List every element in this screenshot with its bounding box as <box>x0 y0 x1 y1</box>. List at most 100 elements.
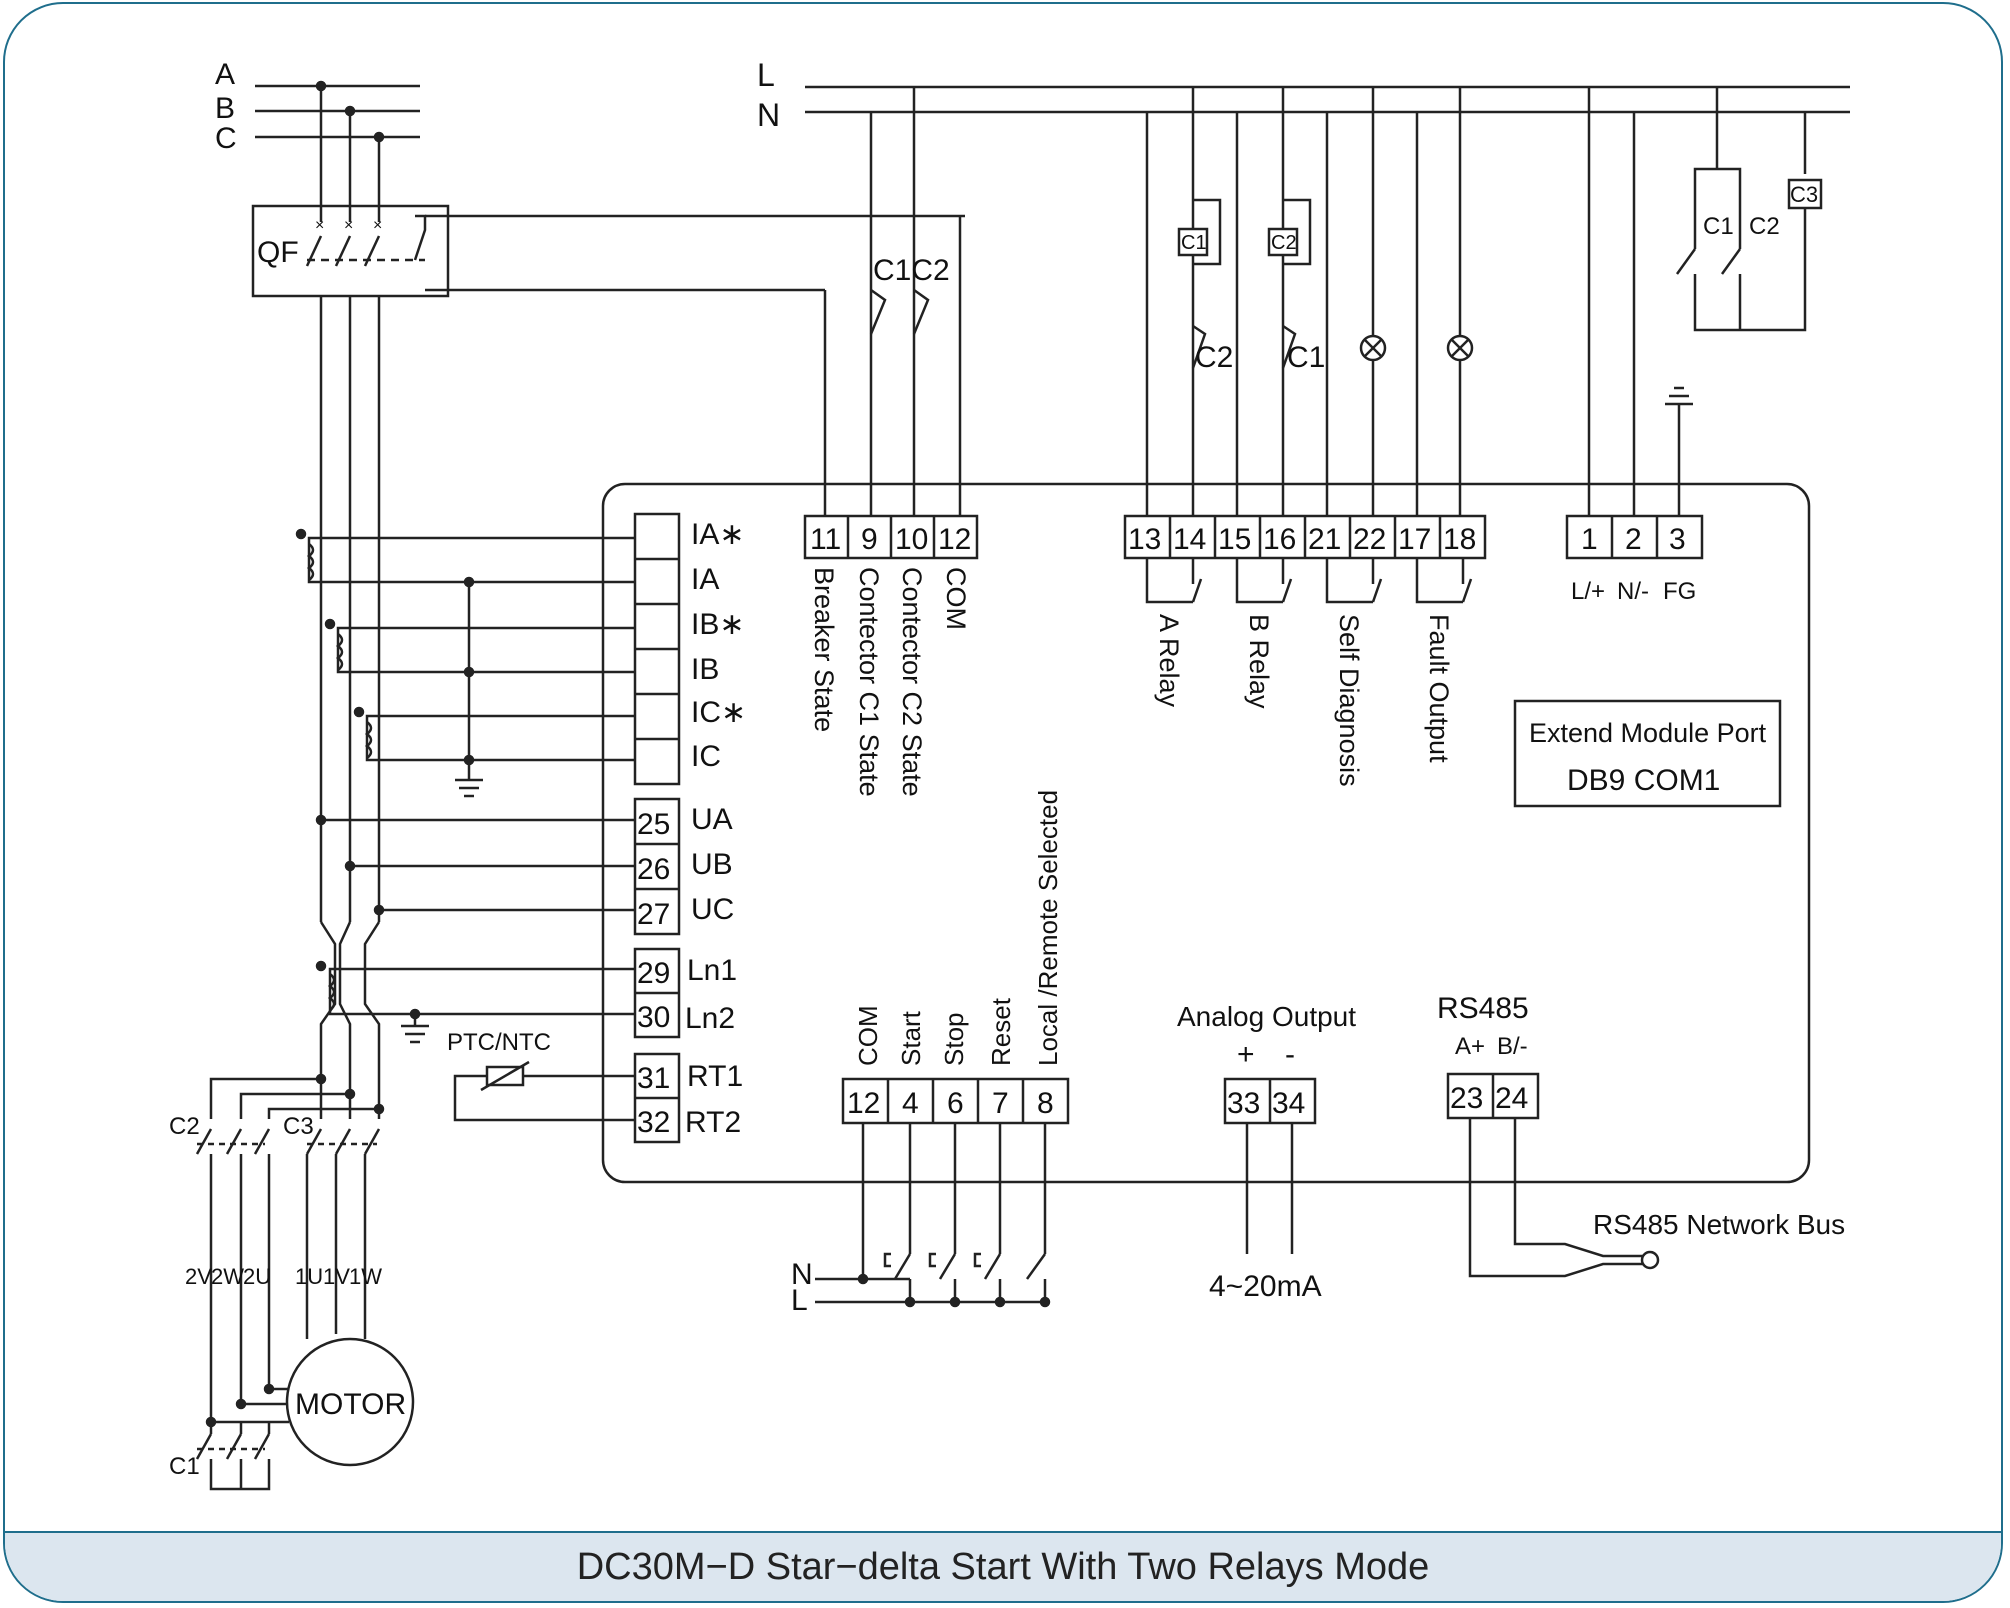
motor-label: MOTOR <box>295 1388 406 1421</box>
label-ctl-stop: Stop <box>939 1013 969 1067</box>
diagram-caption: DC30M−D Star−delta Start With Two Relays… <box>576 1545 1430 1588</box>
analog-range: 4~20mA <box>1209 1270 1322 1303</box>
terminal-2w: 2W <box>211 1264 244 1289</box>
label-self-diagnosis: Self Diagnosis <box>1334 614 1364 787</box>
rs485-b-label: B/- <box>1497 1033 1528 1060</box>
terminal-29: 29 <box>637 957 670 990</box>
label-ia-star: IA∗ <box>691 518 744 551</box>
control-l-label: L <box>791 1284 808 1317</box>
relay-terminal-block: 13 14 15 16 21 22 17 18 A Relay B Relay … <box>1123 87 1487 787</box>
terminal-1v: 1V <box>323 1264 350 1289</box>
terminal-24: 24 <box>1495 1082 1528 1115</box>
control-terminal-block: 12 4 6 7 8 COM Start Stop Reset Local /R… <box>791 790 1070 1317</box>
wiring-diagram: A B C QF × × × L N <box>169 57 1850 1491</box>
terminal-9: 9 <box>861 523 878 556</box>
terminal-21: 21 <box>1308 523 1341 556</box>
terminal-30: 30 <box>637 1001 670 1034</box>
rs485-title: RS485 <box>1437 992 1529 1025</box>
label-ctl-start: Start <box>896 1010 926 1066</box>
label-ib-star: IB∗ <box>691 608 744 641</box>
terminal-25: 25 <box>637 808 670 841</box>
analog-title: Analog Output <box>1177 1001 1356 1032</box>
label-ctl-local-remote: Local /Remote Selected <box>1033 790 1063 1066</box>
contactor-coil-circuit: C3 C1 C2 <box>1675 87 1823 332</box>
label-ub: UB <box>691 848 733 881</box>
terminal-ctl-4: 4 <box>902 1087 919 1120</box>
terminal-12: 12 <box>938 523 971 556</box>
terminal-16: 16 <box>1263 523 1296 556</box>
label-contactor-c2-state: Contector C2 State <box>897 567 927 797</box>
label-ln2: Ln2 <box>685 1002 735 1035</box>
contactor-c1-motor-label: C1 <box>169 1453 200 1480</box>
terminal-3: 3 <box>1669 523 1686 556</box>
coil-contact-c1-label: C1 <box>1703 213 1734 240</box>
terminal-17: 17 <box>1398 523 1431 556</box>
label-com: COM <box>941 567 971 630</box>
terminal-2v: 2V <box>185 1264 212 1289</box>
coil-contact-c2-label: C2 <box>1749 213 1780 240</box>
single-phase-supply: L N <box>757 57 1850 133</box>
rs485-bus-label: RS485 Network Bus <box>1593 1209 1845 1240</box>
label-breaker-state: Breaker State <box>809 567 839 732</box>
analog-minus: - <box>1285 1038 1295 1071</box>
label-ib: IB <box>691 653 719 686</box>
rs485-block: RS485 A+ B/- 23 24 RS485 Network Bus <box>1437 992 1845 1278</box>
caption-bar: DC30M−D Star−delta Start With Two Relays… <box>5 1531 2001 1601</box>
contact-c1-label: C1 <box>1287 341 1325 374</box>
terminal-ctl-6: 6 <box>947 1087 964 1120</box>
label-fg: FG <box>1663 578 1696 605</box>
label-ua: UA <box>691 803 733 836</box>
svg-text:×: × <box>373 217 382 234</box>
terminal-26: 26 <box>637 853 670 886</box>
terminal-27: 27 <box>637 898 670 931</box>
label-a-relay: A Relay <box>1154 614 1184 708</box>
terminal-11: 11 <box>810 523 841 556</box>
terminal-15: 15 <box>1218 523 1251 556</box>
terminal-13: 13 <box>1128 523 1161 556</box>
coil-c3-label: C3 <box>1790 182 1818 207</box>
terminal-34: 34 <box>1272 1087 1305 1120</box>
terminal-22: 22 <box>1353 523 1386 556</box>
extend-module-line1: Extend Module Port <box>1529 718 1767 748</box>
label-b-relay: B Relay <box>1244 614 1274 709</box>
status-terminal-block: 11 9 10 12 C1C2 Breaker State Contector … <box>803 87 979 797</box>
terminal-14: 14 <box>1173 523 1206 556</box>
terminal-2: 2 <box>1625 523 1642 556</box>
phase-a-label: A <box>215 58 235 91</box>
controller-box <box>601 482 1811 1184</box>
svg-text:×: × <box>344 217 353 234</box>
power-terminal-block: 1 2 3 L/+ N/- FG <box>1565 87 1704 605</box>
supply-n-label: N <box>757 97 780 133</box>
terminal-31: 31 <box>637 1062 670 1095</box>
three-phase-supply: A B C <box>215 58 420 222</box>
coil-c1-label: C1 <box>1181 232 1207 254</box>
terminal-33: 33 <box>1227 1087 1260 1120</box>
label-ia: IA <box>691 563 719 596</box>
supply-l-label: L <box>757 57 775 93</box>
label-rt2: RT2 <box>685 1106 741 1139</box>
extend-module-port: Extend Module Port DB9 COM1 <box>1513 699 1782 808</box>
voltage-input-block: 25 26 27 UA UB UC <box>315 797 734 936</box>
contactor-c1c2-label: C1C2 <box>873 254 950 287</box>
contactor-c3-motor-label: C3 <box>283 1113 314 1140</box>
label-rt1: RT1 <box>687 1060 743 1093</box>
terminal-1w: 1W <box>349 1264 382 1289</box>
motor <box>285 1337 415 1467</box>
leakage-input-block: 29 30 Ln1 Ln2 <box>315 921 737 1109</box>
phase-c-label: C <box>215 122 237 155</box>
terminal-2u: 2U <box>243 1264 271 1289</box>
label-n-minus: N/- <box>1617 578 1649 605</box>
terminal-23: 23 <box>1450 1082 1483 1115</box>
label-uc: UC <box>691 893 734 926</box>
label-fault-output: Fault Output <box>1424 614 1454 763</box>
breaker-qf: QF × × × <box>251 204 965 922</box>
contactor-c2-motor-label: C2 <box>169 1113 200 1140</box>
rs485-a-label: A+ <box>1455 1033 1485 1060</box>
phase-b-label: B <box>215 92 235 125</box>
control-n-label: N <box>791 1258 813 1291</box>
coil-c2-label: C2 <box>1271 232 1297 254</box>
label-ctl-com: COM <box>853 1005 883 1066</box>
breaker-qf-label: QF <box>257 236 299 269</box>
terminal-1u: 1U <box>295 1264 323 1289</box>
extend-module-line2: DB9 COM1 <box>1567 764 1720 797</box>
